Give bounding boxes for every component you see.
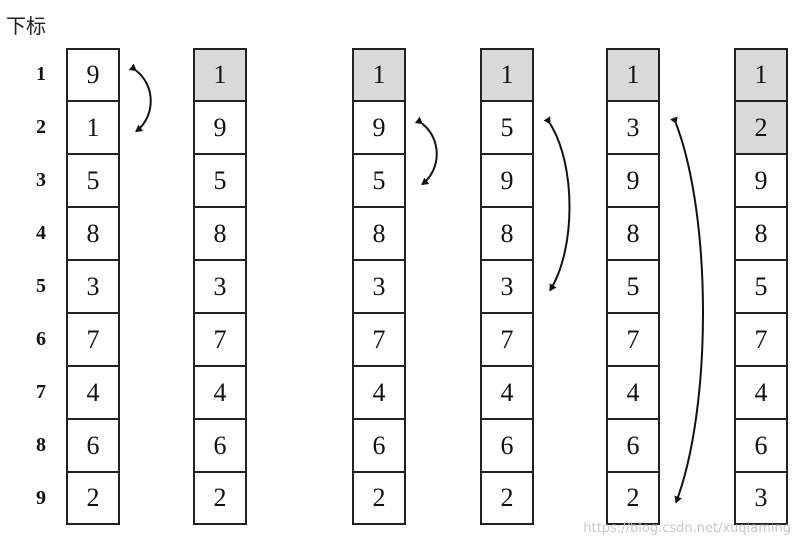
array-cell: 9: [734, 154, 788, 207]
array-cell: 3: [606, 101, 660, 154]
array-cell: 5: [66, 154, 120, 207]
array-cell: 5: [606, 260, 660, 313]
array-cell: 4: [352, 366, 406, 419]
swap-arrow: [414, 116, 438, 186]
array-cell: 5: [734, 260, 788, 313]
array-cell: 5: [352, 154, 406, 207]
array-cell: 5: [480, 101, 534, 154]
array-cell: 9: [480, 154, 534, 207]
array-cell: 6: [606, 419, 660, 472]
array-cell: 2: [193, 472, 247, 525]
array-cell: 1: [66, 101, 120, 154]
array-cell: 4: [66, 366, 120, 419]
index-label: 6: [36, 328, 46, 350]
array-cell: 3: [66, 260, 120, 313]
array-cell: 6: [193, 419, 247, 472]
index-label: 8: [36, 434, 46, 456]
sorted-cell: 2: [734, 101, 788, 154]
array-cell: 7: [480, 313, 534, 366]
index-label: 1: [36, 63, 46, 85]
array-cell: 7: [606, 313, 660, 366]
array-cell: 3: [480, 260, 534, 313]
sorted-cell: 1: [193, 48, 247, 101]
array-cell: 4: [606, 366, 660, 419]
array-cell: 8: [734, 207, 788, 260]
index-header-label: 下标: [6, 14, 46, 38]
array-cell: 9: [66, 48, 120, 101]
sorted-cell: 1: [352, 48, 406, 101]
index-label: 3: [36, 169, 46, 191]
array-cell: 4: [193, 366, 247, 419]
index-label: 4: [36, 222, 46, 244]
sorted-cell: 1: [480, 48, 534, 101]
array-cell: 3: [193, 260, 247, 313]
array-cell: 4: [734, 366, 788, 419]
index-label: 7: [36, 381, 46, 403]
array-cell: 2: [352, 472, 406, 525]
swap-arrow: [543, 116, 571, 292]
array-cell: 2: [480, 472, 534, 525]
array-cell: 7: [193, 313, 247, 366]
array-cell: 7: [66, 313, 120, 366]
array-cell: 8: [480, 207, 534, 260]
array-cell: 8: [606, 207, 660, 260]
array-cell: 4: [480, 366, 534, 419]
array-cell: 2: [66, 472, 120, 525]
array-cell: 6: [734, 419, 788, 472]
array-cell: 3: [734, 472, 788, 525]
array-cell: 6: [352, 419, 406, 472]
array-cell: 9: [352, 101, 406, 154]
array-cell: 7: [352, 313, 406, 366]
sorted-cell: 1: [606, 48, 660, 101]
array-cell: 8: [66, 207, 120, 260]
array-cell: 9: [193, 101, 247, 154]
index-label: 2: [36, 116, 46, 138]
index-label: 9: [36, 487, 46, 509]
array-cell: 7: [734, 313, 788, 366]
watermark: https://blog.csdn.net/xuqiaming: [583, 521, 791, 536]
swap-arrow: [128, 63, 152, 133]
swap-arrow: [670, 116, 704, 504]
array-cell: 5: [193, 154, 247, 207]
array-cell: 6: [66, 419, 120, 472]
array-cell: 9: [606, 154, 660, 207]
array-cell: 6: [480, 419, 534, 472]
array-cell: 3: [352, 260, 406, 313]
array-cell: 8: [193, 207, 247, 260]
array-cell: 8: [352, 207, 406, 260]
array-cell: 2: [606, 472, 660, 525]
index-label: 5: [36, 275, 46, 297]
sorted-cell: 1: [734, 48, 788, 101]
